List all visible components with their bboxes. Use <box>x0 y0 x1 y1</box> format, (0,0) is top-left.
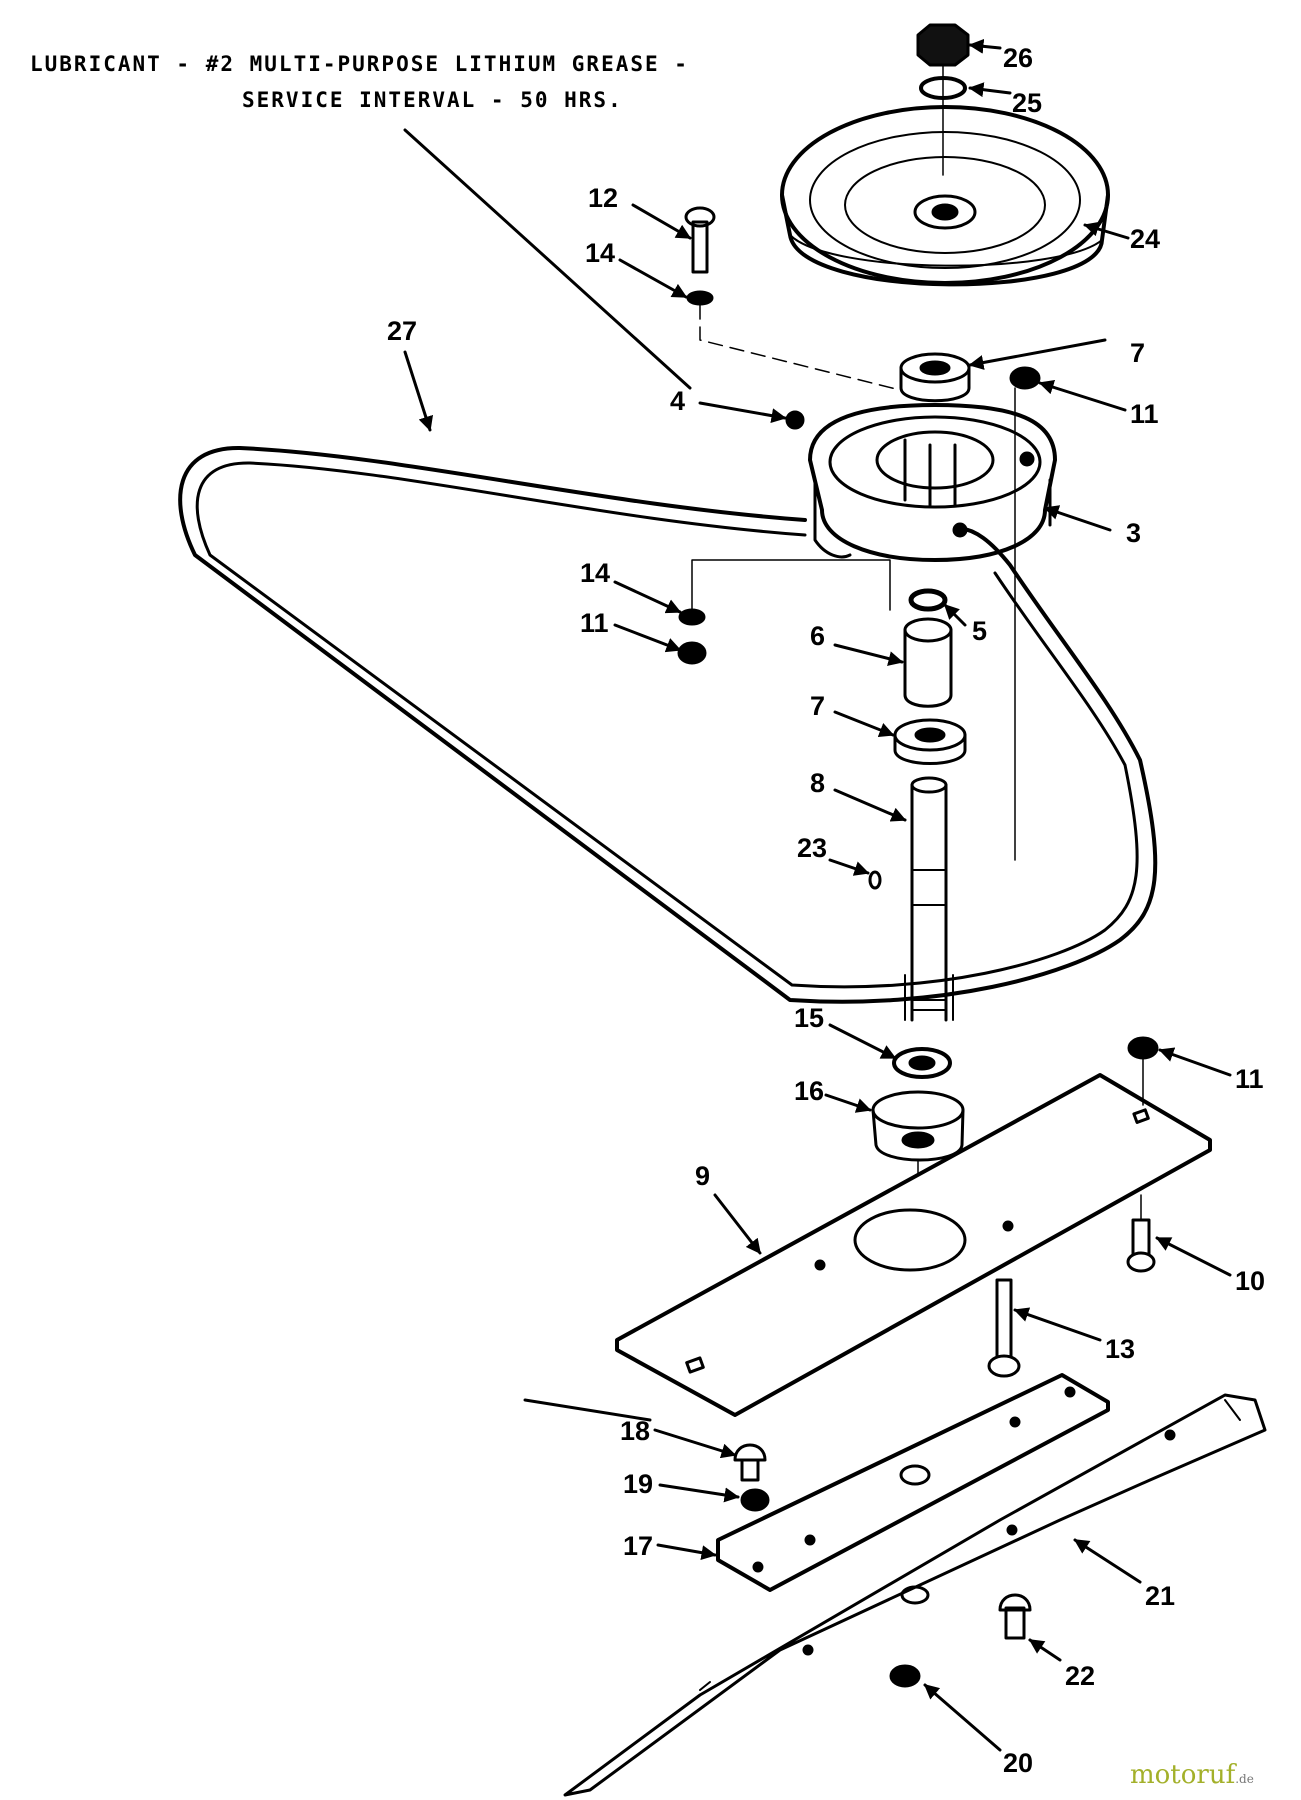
upper-bearing <box>899 352 971 403</box>
callout-4: 4 <box>670 386 685 416</box>
callout-13: 13 <box>1105 1334 1135 1364</box>
watermark-tld: .de <box>1235 1772 1254 1786</box>
callout-17: 17 <box>623 1531 653 1561</box>
callout-12: 12 <box>588 183 618 213</box>
callout-26: 26 <box>1003 43 1033 73</box>
callout-24: 24 <box>1130 224 1160 254</box>
lower-nut <box>677 641 707 665</box>
housing-bolt <box>684 206 716 306</box>
spindle-shaft <box>904 776 954 1022</box>
bottom-bearing <box>892 1047 952 1079</box>
plate-nut <box>1127 1036 1159 1060</box>
housing-nut <box>1009 366 1041 390</box>
motoruf-watermark: motoruf.de <box>1130 1760 1254 1790</box>
callout-22: 22 <box>1065 1661 1095 1691</box>
callout-9: 9 <box>695 1161 710 1191</box>
pulley <box>780 105 1110 287</box>
note-leader-line <box>403 128 692 390</box>
callout-arrows <box>403 38 1232 1752</box>
callout-14-lower: 14 <box>580 558 610 588</box>
blade-bolt <box>998 1593 1032 1640</box>
callout-11-upper: 11 <box>1130 399 1159 429</box>
lower-bearing <box>893 718 967 765</box>
callout-18: 18 <box>620 1416 650 1446</box>
spacer-washer <box>908 588 948 612</box>
callout-7-lower: 7 <box>810 691 825 721</box>
callout-27: 27 <box>387 316 417 346</box>
plate-bolt <box>1126 1218 1156 1273</box>
service-interval-note: SERVICE INTERVAL - 50 HRS. <box>242 88 623 112</box>
mower-blade <box>563 1393 1267 1797</box>
lubricant-note: LUBRICANT - #2 MULTI-PURPOSE LITHIUM GRE… <box>30 52 689 76</box>
callout-11-plate: 11 <box>1235 1064 1264 1094</box>
callout-labels: 26 25 24 12 14 27 7 11 4 3 14 11 5 6 7 8… <box>387 43 1265 1778</box>
callout-5: 5 <box>972 616 987 646</box>
callout-14-upper: 14 <box>585 238 615 268</box>
blade-adapter <box>716 1373 1110 1592</box>
callout-7-upper: 7 <box>1130 338 1145 368</box>
blade-nut <box>889 1664 921 1688</box>
adapter-bolt <box>733 1443 767 1482</box>
callout-15: 15 <box>794 1003 824 1033</box>
mounting-plate <box>615 1073 1212 1417</box>
callout-23: 23 <box>797 833 827 863</box>
lower-washer <box>678 608 706 626</box>
watermark-brand: motoruf <box>1130 1760 1236 1790</box>
spacer-tube <box>903 617 953 708</box>
callout-21: 21 <box>1145 1581 1175 1611</box>
callout-19: 19 <box>623 1469 653 1499</box>
callout-16: 16 <box>794 1076 824 1106</box>
adapter-lockwasher <box>740 1488 770 1512</box>
callout-11-lower: 11 <box>580 608 609 638</box>
callout-20: 20 <box>1003 1748 1033 1778</box>
callout-6: 6 <box>810 621 825 651</box>
bearing-cup <box>871 1090 965 1162</box>
callout-25: 25 <box>1012 88 1042 118</box>
callout-8: 8 <box>810 768 825 798</box>
callout-10: 10 <box>1235 1266 1265 1296</box>
callout-3: 3 <box>1126 518 1141 548</box>
v-belt <box>178 445 1158 1004</box>
long-bolt <box>987 1278 1021 1378</box>
woodruff-key <box>868 870 882 890</box>
grease-fitting <box>785 410 805 430</box>
spindle-housing <box>808 403 1057 562</box>
